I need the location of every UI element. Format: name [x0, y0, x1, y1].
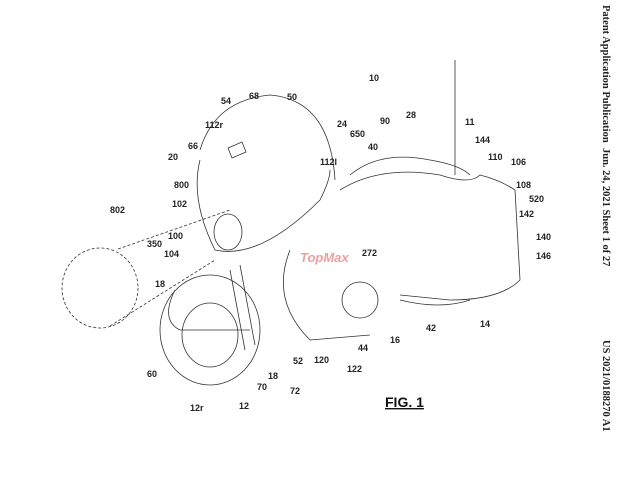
label-520: 520 [529, 194, 544, 204]
figure-title: FIG. 1 [385, 394, 424, 410]
label-60: 60 [147, 369, 157, 379]
label-24: 24 [337, 119, 347, 129]
label-72: 72 [290, 386, 300, 396]
label-112r: 112r [205, 120, 224, 130]
label-68: 68 [249, 91, 259, 101]
label-120: 120 [314, 355, 329, 365]
label-106: 106 [511, 157, 526, 167]
label-52: 52 [293, 356, 303, 366]
label-800: 800 [174, 180, 189, 190]
label-14: 14 [480, 319, 490, 329]
label-272: 272 [362, 248, 377, 258]
label-42: 42 [426, 323, 436, 333]
label-50: 50 [287, 92, 297, 102]
label-142: 142 [519, 209, 534, 219]
label-350: 350 [147, 239, 162, 249]
label-16: 16 [390, 335, 400, 345]
label-122: 122 [347, 364, 362, 374]
label-11: 11 [465, 117, 475, 127]
publication-number: US 2021/0188270 A1 [600, 340, 611, 432]
label-144: 144 [475, 135, 490, 145]
date-sheet: Jun. 24, 2021 Sheet 1 of 27 [600, 148, 611, 267]
label-28: 28 [406, 110, 416, 120]
label-108: 108 [516, 180, 531, 190]
label-112l: 112l [320, 157, 337, 167]
label-70: 70 [257, 382, 267, 392]
label-102: 102 [172, 199, 187, 209]
label-40: 40 [368, 142, 378, 152]
reference-numerals: 10 54 68 50 112r 66 20 24 650 90 28 40 1… [110, 73, 551, 413]
label-44: 44 [358, 343, 368, 353]
label-66: 66 [188, 141, 198, 151]
label-20: 20 [168, 152, 178, 162]
label-12r: 12r [190, 403, 204, 413]
label-18b: 18 [268, 371, 278, 381]
label-146: 146 [536, 251, 551, 261]
label-104: 104 [164, 249, 179, 259]
label-110: 110 [488, 152, 503, 162]
label-12: 12 [239, 401, 249, 411]
label-140: 140 [536, 232, 551, 242]
label-18: 18 [155, 279, 165, 289]
projection-circle [61, 247, 139, 329]
label-100: 100 [168, 231, 183, 241]
watermark-logo: TopMax [300, 250, 349, 265]
motorcycle-illustration [61, 60, 521, 386]
label-650: 650 [350, 129, 365, 139]
label-802: 802 [110, 205, 125, 215]
label-54: 54 [221, 96, 231, 106]
publication-header: Patent Application Publication [600, 5, 611, 143]
label-10: 10 [369, 73, 379, 83]
label-90: 90 [380, 116, 390, 126]
